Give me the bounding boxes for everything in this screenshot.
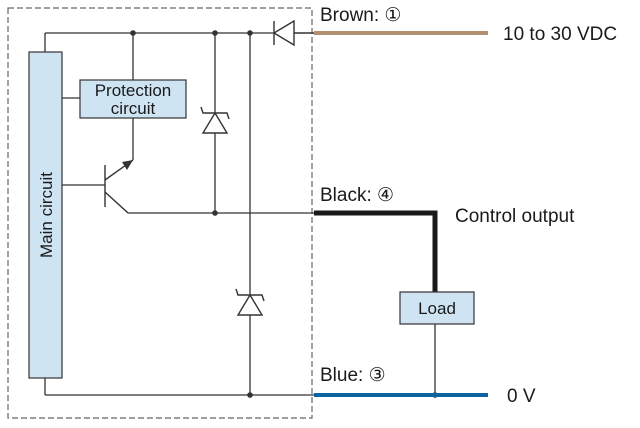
- protection-circuit-block: [79, 79, 187, 119]
- main-circuit-label: Main circuit: [37, 172, 56, 258]
- zener-diode-icon: [235, 288, 265, 316]
- brown-wire-label: Brown: ①: [320, 5, 401, 26]
- ground-label: 0 V: [507, 386, 536, 407]
- black-wire-label: Black: ④: [320, 185, 394, 206]
- black-wire: [314, 210, 438, 292]
- blue-wire-label: Blue: ③: [320, 365, 386, 386]
- load-block: [399, 291, 475, 325]
- zener-diode-icon: [200, 106, 230, 134]
- main-circuit-block: [28, 51, 63, 379]
- protection-circuit-label-line2: circuit: [111, 99, 156, 118]
- internal-wiring: [44, 32, 314, 396]
- load-label: Load: [418, 299, 456, 318]
- control-output-label: Control output: [455, 206, 575, 227]
- supply-voltage-label: 10 to 30 VDC: [503, 24, 617, 45]
- transistor-symbol: [104, 159, 134, 214]
- protection-circuit-label-line1: Protection: [95, 81, 172, 100]
- diode-icon: [272, 19, 314, 47]
